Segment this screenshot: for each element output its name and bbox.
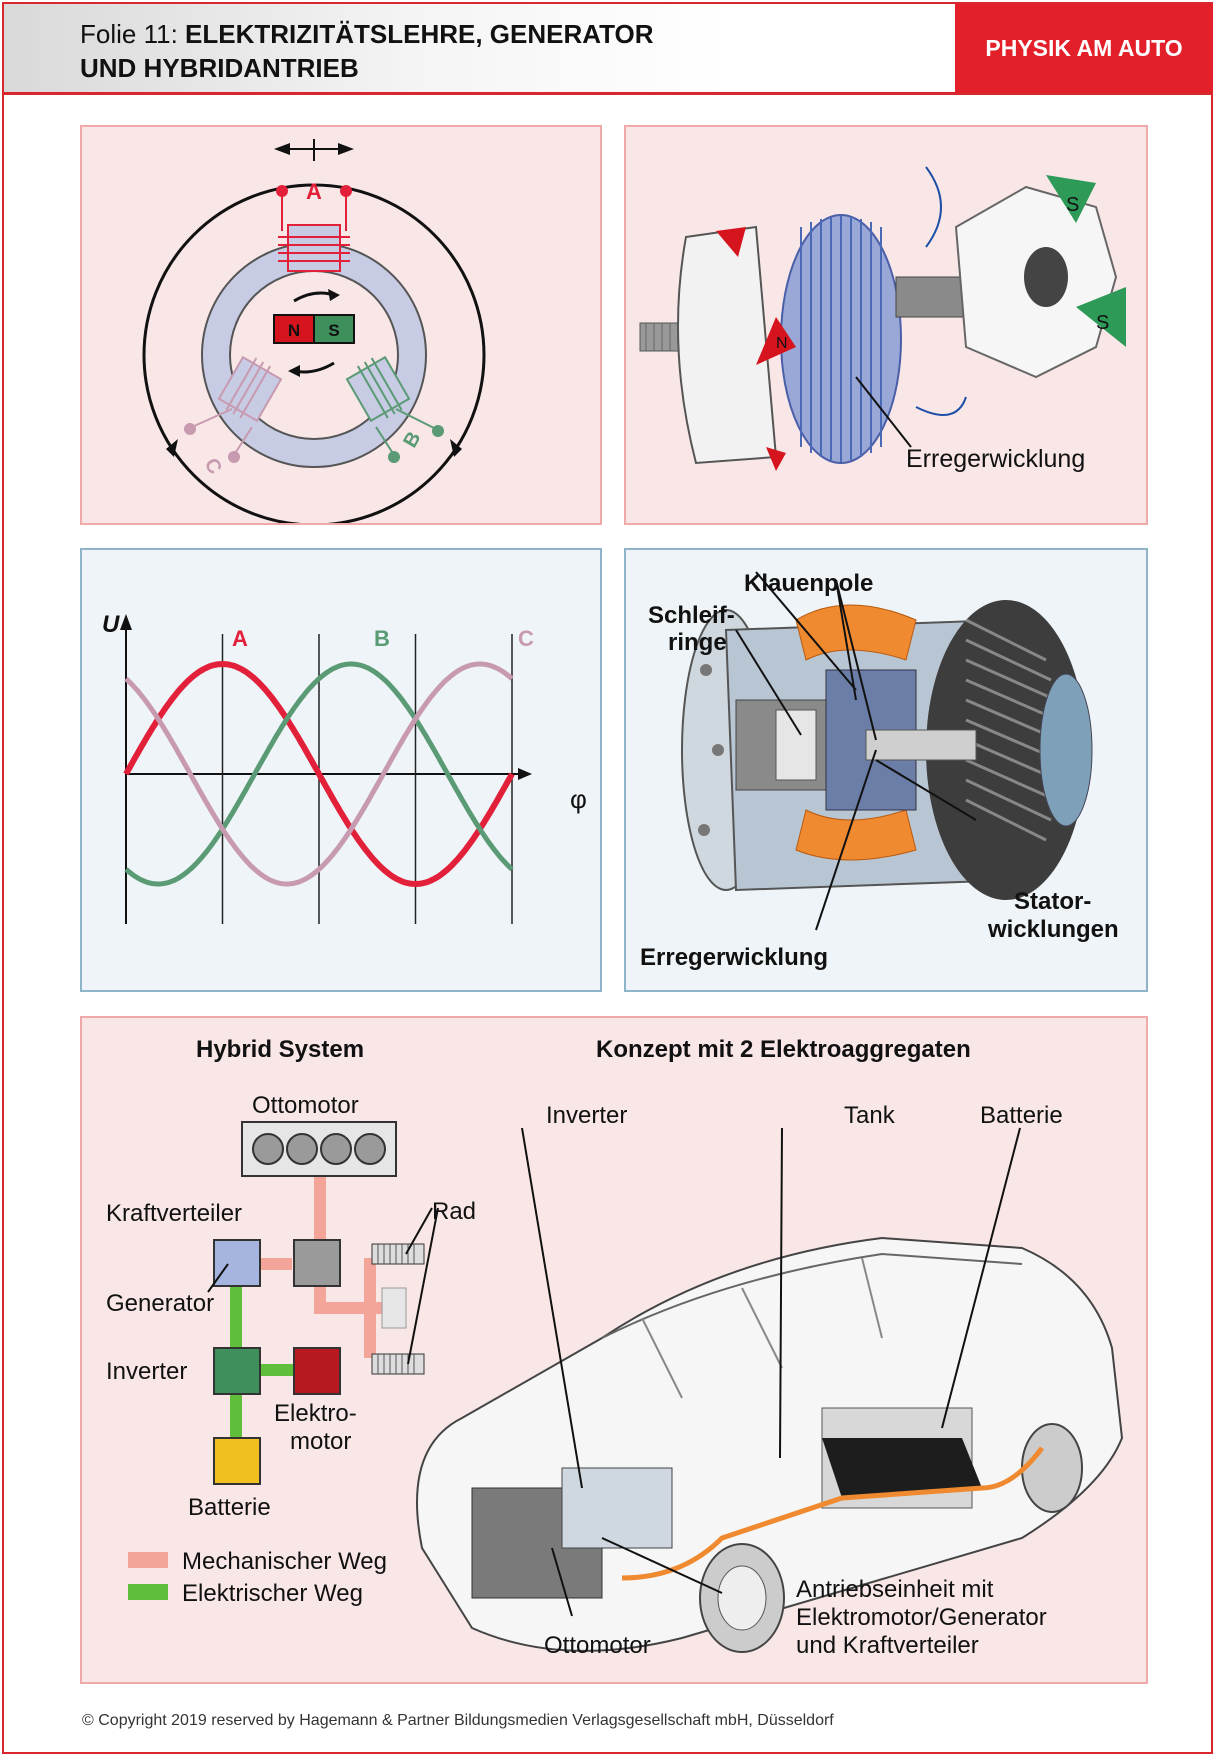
kraftverteiler-label: Kraftverteiler: [106, 1200, 243, 1227]
three-phase-voltage-chart: U φ A B C: [102, 611, 587, 924]
car-batterie-label: Batterie: [980, 1102, 1063, 1129]
copyright: © Copyright 2019 reserved by Hagemann & …: [82, 1712, 834, 1729]
wheel-top: [371, 1243, 425, 1265]
slide-number: Folie 11:: [80, 19, 186, 49]
statorwicklungen-label-2: wicklungen: [988, 916, 1119, 943]
claw-pole-rotor-illustration: N S S Erregerwicklung: [639, 166, 1126, 473]
schleifringe-label-1: Schleif-: [648, 602, 735, 629]
series-b-label: B: [374, 626, 390, 651]
pole-s-label-top: S: [1066, 194, 1079, 216]
legend-mech-swatch: [128, 1552, 168, 1568]
wheel-bottom: [371, 1353, 425, 1375]
klauenpole-label: Klauenpole: [744, 570, 874, 597]
car-inverter-label: Inverter: [546, 1102, 628, 1129]
magnet-n-label: N: [288, 321, 300, 340]
antrieb-label-3: und Kraftverteiler: [796, 1632, 979, 1659]
subject-badge: PHYSIK AM AUTO: [955, 4, 1213, 92]
elektromotor-block: [293, 1347, 341, 1395]
batterie-label: Batterie: [188, 1494, 271, 1521]
car-tank-label: Tank: [844, 1102, 895, 1129]
batterie-block: [213, 1437, 261, 1485]
series-c-curve: [124, 661, 514, 887]
konzept-title: Konzept mit 2 Elektroaggregaten: [596, 1036, 971, 1063]
phase-c-label: C: [200, 455, 226, 479]
phase-a-label: A: [306, 179, 322, 204]
series-b-curve: [124, 661, 514, 887]
series-c-label: C: [518, 626, 534, 651]
page-title: Folie 11: ELEKTRIZITÄTSLEHRE, GENERATOR: [80, 18, 654, 50]
rad-label: Rad: [432, 1198, 477, 1225]
generator-schematic-panel: A C B N S: [80, 125, 602, 527]
y-axis-label: U: [102, 611, 120, 638]
magnet-north: [273, 314, 315, 344]
antrieb-label-2: Elektromotor/Generator: [796, 1604, 1047, 1631]
inverter-block: [213, 1347, 261, 1395]
series-a-label: A: [232, 626, 248, 651]
hybrid-car-illustration: [416, 1236, 1124, 1653]
series-a-curve: [123, 660, 515, 888]
alternator-cutaway-illustration: [681, 571, 1093, 931]
inverter-label: Inverter: [106, 1358, 188, 1385]
pole-s-label-bottom: S: [1096, 312, 1109, 334]
alternator-panel: Klauenpole Schleif- ringe Stator- wicklu…: [624, 548, 1148, 992]
legend-elec-label: Elektrischer Weg: [182, 1580, 363, 1607]
hybrid-diagram: [128, 1121, 1124, 1653]
rotor-panel: N S S Erregerwicklung: [624, 125, 1148, 525]
hybrid-panel: Hybrid System Konzept mit 2 Elektroaggre…: [80, 1016, 1148, 1684]
magnet-s-label: S: [328, 321, 339, 340]
magnet-south: [313, 314, 355, 344]
kraftverteiler-block: [293, 1239, 341, 1287]
title-line-2: UND HYBRIDANTRIEB: [80, 53, 359, 83]
sine-chart-panel: U φ A B C: [80, 548, 602, 992]
erregerwicklung-cutaway-label: Erregerwicklung: [640, 944, 829, 971]
elektromotor-label-1: Elektro-: [274, 1400, 357, 1427]
ottomotor-label: Ottomotor: [252, 1092, 359, 1119]
hybrid-system-title: Hybrid System: [196, 1036, 365, 1063]
title-line-1: ELEKTRIZITÄTSLEHRE, GENERATOR: [185, 19, 654, 49]
erregerwicklung-label: Erregerwicklung: [906, 445, 1085, 473]
statorwicklungen-label-1: Stator-: [1014, 888, 1092, 915]
elektromotor-label-2: motor: [290, 1428, 352, 1455]
car-ottomotor-label: Ottomotor: [544, 1632, 651, 1659]
x-axis-label: φ: [570, 784, 587, 814]
phase-b-label: B: [399, 428, 425, 452]
generator-schematic: A C B N S: [142, 139, 486, 527]
y-axis-arrow: [120, 614, 132, 630]
x-axis-arrow: [518, 768, 532, 780]
legend-elec-swatch: [128, 1584, 168, 1600]
schleifringe-label-2: ringe: [668, 629, 727, 656]
legend-mech-label: Mechanischer Weg: [182, 1548, 387, 1575]
generator-block: [213, 1239, 261, 1287]
pole-n-label: N: [776, 335, 788, 352]
antrieb-label-1: Antriebseinheit mit: [796, 1576, 994, 1603]
generator-label: Generator: [106, 1290, 215, 1317]
